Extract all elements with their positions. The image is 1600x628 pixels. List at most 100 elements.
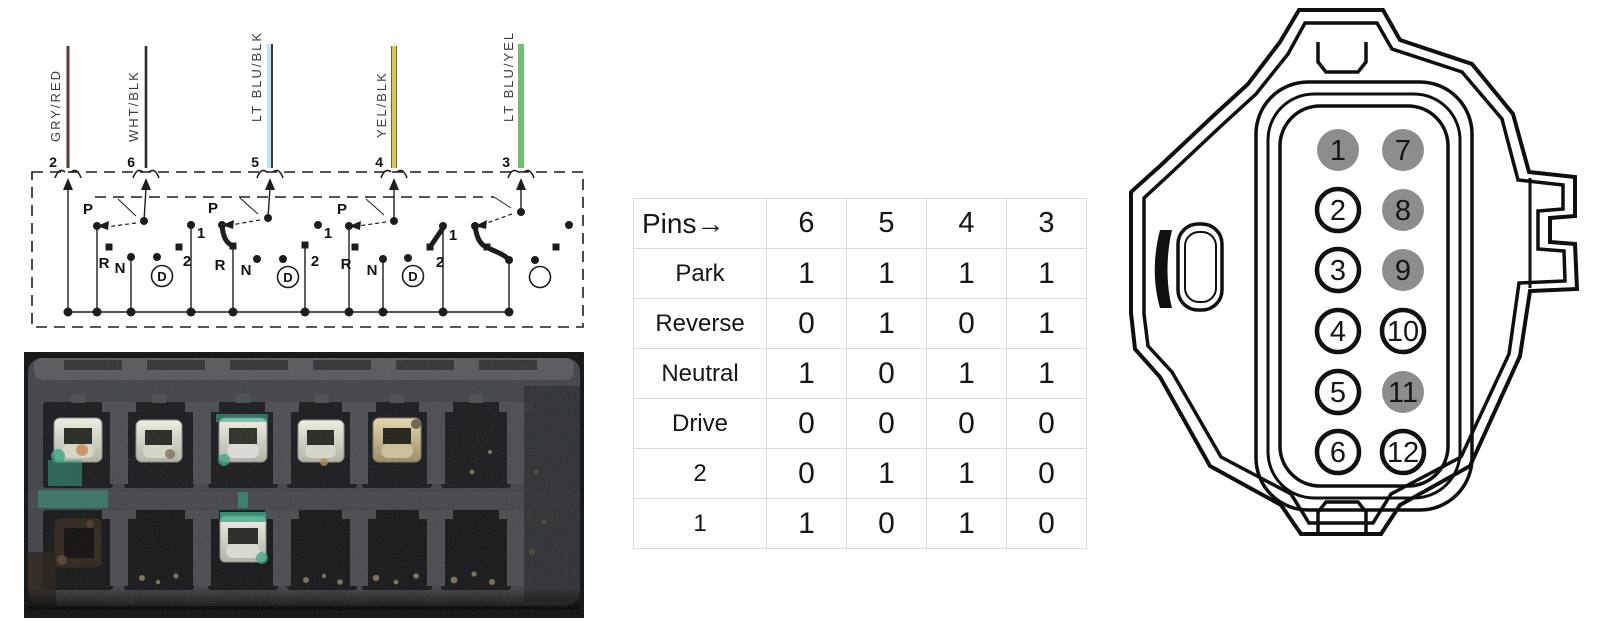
pin-state-table: Pins→ 6 5 4 3 Park 1 1 1 1 Reverse 0 1 0… — [633, 198, 1087, 549]
svg-text:6: 6 — [1330, 437, 1346, 469]
table-cell: 1 — [1007, 349, 1087, 399]
table-cell: 0 — [767, 299, 847, 349]
position-label-p: P — [337, 201, 347, 218]
wire-label: GRY/RED — [48, 69, 63, 142]
table-cell: 1 — [927, 349, 1007, 399]
position-label-1: 1 — [324, 225, 332, 242]
table-header-pins: Pins→ — [634, 199, 767, 249]
switch-wafer-3: P R N D 2 1 — [337, 198, 457, 312]
connector-entries — [54, 169, 535, 190]
wire-label: LT BLU/YEL — [501, 31, 516, 122]
table-header-col: 3 — [1007, 199, 1087, 249]
table-cell: 1 — [767, 349, 847, 399]
pin-6: 6 — [1314, 428, 1362, 476]
svg-text:5: 5 — [1330, 377, 1346, 409]
switch-wafer-2: P R N D 2 1 — [208, 197, 332, 312]
pin-4: 4 — [1314, 307, 1362, 355]
table-cell: 1 — [1007, 249, 1087, 299]
common-bus — [63, 307, 514, 317]
svg-text:7: 7 — [1395, 135, 1411, 167]
position-label-r: R — [341, 256, 352, 273]
table-cell: 1 — [1007, 299, 1087, 349]
position-label-n: N — [241, 262, 252, 279]
pin-number: 2 — [49, 154, 57, 170]
table-row-label: 1 — [634, 499, 767, 549]
wire-label: WHT/BLK — [126, 70, 141, 142]
pin-12: 12 — [1379, 428, 1427, 476]
pin-number: 3 — [502, 154, 510, 170]
position-label-1: 1 — [449, 227, 457, 244]
table-cell: 1 — [847, 449, 927, 499]
table-row-label: Neutral — [634, 349, 767, 399]
connector-pins: 1 2 3 4 5 6 7 8 9 10 11 12 — [1314, 129, 1427, 476]
table-cell: 0 — [847, 499, 927, 549]
table-header-col: 4 — [927, 199, 1007, 249]
connector-photo — [24, 352, 584, 618]
table-cell: 0 — [927, 399, 1007, 449]
svg-text:11: 11 — [1388, 377, 1418, 409]
svg-text:1: 1 — [1330, 135, 1346, 167]
position-label-r: R — [215, 257, 226, 274]
connector-pinout-drawing: 1 2 3 4 5 6 7 8 9 10 11 12 — [1129, 8, 1580, 536]
switch-wafer-1: P R N D 2 1 — [83, 198, 205, 312]
table-cell: 0 — [847, 349, 927, 399]
wire-label: YEL/BLK — [374, 71, 389, 138]
wire-label: LT BLU/BLK — [249, 31, 264, 122]
table-cell: 1 — [767, 249, 847, 299]
latch-slot — [1176, 222, 1224, 312]
svg-text:4: 4 — [1330, 316, 1346, 348]
pin-11: 11 — [1382, 371, 1424, 413]
table-cell: 0 — [1007, 499, 1087, 549]
table-cell: 1 — [767, 499, 847, 549]
table-cell: 0 — [927, 299, 1007, 349]
svg-text:3: 3 — [1330, 255, 1346, 287]
position-label-p: P — [208, 200, 218, 217]
pin-5: 5 — [1314, 368, 1362, 416]
table-row-label: Park — [634, 249, 767, 299]
table-cell: 0 — [847, 399, 927, 449]
table-cell: 1 — [927, 499, 1007, 549]
wiring-schematic: GRY/RED WHT/BLK LT BLU/BLK YEL/BLK LT BL… — [31, 31, 584, 328]
table-cell: 0 — [767, 399, 847, 449]
svg-text:10: 10 — [1387, 316, 1419, 348]
position-label-r: R — [99, 255, 110, 272]
position-label-p: P — [83, 201, 93, 218]
pin-9: 9 — [1382, 249, 1424, 291]
table-cell: 0 — [1007, 449, 1087, 499]
svg-text:8: 8 — [1395, 195, 1411, 227]
position-label-1: 1 — [197, 225, 205, 242]
table-row-label: Drive — [634, 399, 767, 449]
position-label-2: 2 — [183, 253, 191, 270]
position-label-d: D — [157, 269, 166, 284]
position-label-d: D — [283, 270, 292, 285]
table-header-col: 5 — [847, 199, 927, 249]
table-cell: 0 — [767, 449, 847, 499]
pin-1: 1 — [1317, 129, 1359, 171]
position-label-d: D — [408, 269, 417, 284]
table-cell: 0 — [1007, 399, 1087, 449]
svg-text:2: 2 — [1330, 195, 1346, 227]
pin-10: 10 — [1379, 307, 1427, 355]
position-label-n: N — [367, 262, 378, 279]
table-cell: 1 — [927, 449, 1007, 499]
pin-number: 5 — [251, 154, 259, 170]
pin-3: 3 — [1314, 246, 1362, 294]
table-header-col: 6 — [767, 199, 847, 249]
pin-2: 2 — [1314, 186, 1362, 234]
svg-text:12: 12 — [1387, 437, 1419, 469]
switch-wafer-4 — [471, 196, 573, 312]
empty-position-circle — [528, 265, 552, 289]
pin-7: 7 — [1382, 129, 1424, 171]
position-label-2: 2 — [311, 253, 319, 270]
pin-8: 8 — [1382, 189, 1424, 231]
table-row-label: Reverse — [634, 299, 767, 349]
table-cell: 1 — [847, 299, 927, 349]
pin-number: 6 — [127, 154, 135, 170]
svg-text:9: 9 — [1395, 255, 1411, 287]
position-label-2: 2 — [436, 254, 444, 271]
switch-housing-outline — [31, 171, 584, 328]
table-cell: 1 — [927, 249, 1007, 299]
table-row-label: 2 — [634, 449, 767, 499]
pin-number: 4 — [375, 154, 383, 170]
